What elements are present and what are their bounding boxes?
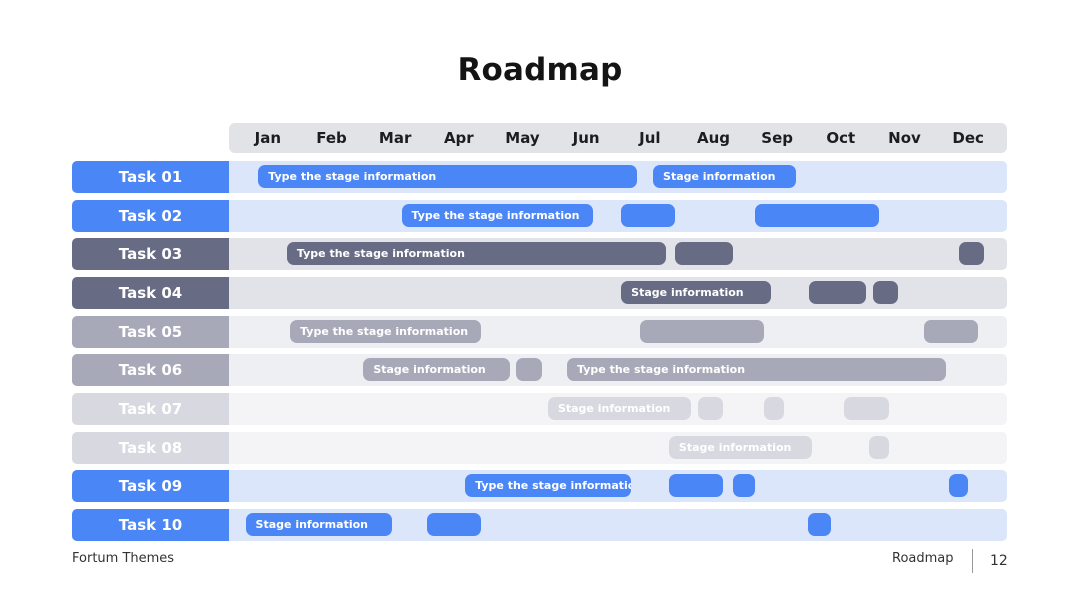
task-label: Task 07 (72, 392, 229, 425)
stage-bar (872, 280, 899, 304)
task-row: Task 10 Stage information (72, 508, 1007, 541)
stage-bar (675, 242, 733, 266)
stage-bar: Type the stage information (286, 242, 666, 266)
stage-bar (621, 203, 676, 227)
stage-bar: Type the stage information (290, 319, 482, 343)
task-label: Task 09 (72, 470, 229, 503)
stage-bar: Type the stage information (567, 358, 946, 382)
month-label-oct: Oct (826, 129, 856, 147)
task-row: Task 04 Stage information (72, 276, 1007, 309)
stage-bar (764, 396, 784, 420)
stage-bar (844, 396, 889, 420)
stage-bar (732, 474, 755, 498)
task-row: Task 06 Stage information Type the stage i… (72, 354, 1007, 387)
task-row: Task 02 Type the stage information (72, 199, 1007, 232)
footer-section: Roadmap (892, 551, 954, 566)
stage-bar (923, 319, 978, 343)
stage-bar (697, 396, 724, 420)
task-row: Task 08 Stage information (72, 431, 1007, 464)
stage-bar: Stage information (621, 280, 771, 304)
stage-bar (869, 435, 889, 459)
stage-bar: Stage information (653, 165, 797, 188)
task-row: Task 05 Type the stage information (72, 315, 1007, 348)
stage-bar (809, 280, 867, 304)
month-label-may: May (505, 129, 540, 147)
month-label-jul: Jul (639, 129, 661, 147)
month-label-aug: Aug (696, 129, 730, 147)
task-label: Task 10 (72, 508, 229, 541)
task-label: Task 08 (72, 431, 229, 464)
stage-bar: Stage information (245, 512, 392, 536)
footer-brand: Fortum Themes (72, 551, 175, 566)
stage-bar (754, 203, 880, 227)
stage-bar: Stage information (547, 396, 692, 420)
stage-bar: Stage information (668, 435, 813, 459)
month-label-mar: Mar (378, 129, 412, 147)
month-label-feb: Feb (316, 129, 347, 147)
month-label-jun: Jun (572, 129, 600, 147)
stage-bar (949, 474, 969, 498)
stage-bar: Type the stage information (258, 165, 638, 188)
footer-divider (972, 549, 973, 573)
task-label: Task 02 (72, 199, 229, 232)
task-label: Task 04 (72, 276, 229, 309)
task-row: Task 01 Type the stage information Stage i… (72, 161, 1007, 193)
task-label: Task 03 (72, 238, 229, 271)
stage-bar (668, 474, 724, 498)
stage-bar: Type the stage information (465, 474, 631, 498)
page-title: Roadmap (457, 52, 623, 88)
stage-bar (640, 319, 765, 343)
month-header: Jan Feb Mar Apr May Jun Jul Aug Sep Oct Nov Dec (229, 123, 1007, 153)
task-label: Task 01 (72, 161, 229, 193)
month-label-dec: Dec (952, 129, 984, 147)
month-label-nov: Nov (888, 129, 921, 147)
task-row: Task 03 Type the stage information (72, 238, 1007, 271)
page-number: 12 (990, 553, 1008, 569)
month-label-sep: Sep (761, 129, 794, 147)
stage-bar: Type the stage information (401, 203, 593, 227)
task-label: Task 06 (72, 354, 229, 387)
month-label-apr: Apr (443, 129, 474, 147)
month-label-jan: Jan (254, 129, 282, 147)
task-row: Task 07 Stage information (72, 392, 1007, 425)
stage-bar: Stage information (363, 358, 510, 382)
task-row: Task 09 Type the stage information (72, 470, 1007, 503)
stage-bar (427, 512, 482, 536)
stage-bar (807, 512, 832, 536)
stage-bar (516, 358, 542, 382)
task-label: Task 05 (72, 315, 229, 348)
stage-bar (958, 242, 985, 266)
